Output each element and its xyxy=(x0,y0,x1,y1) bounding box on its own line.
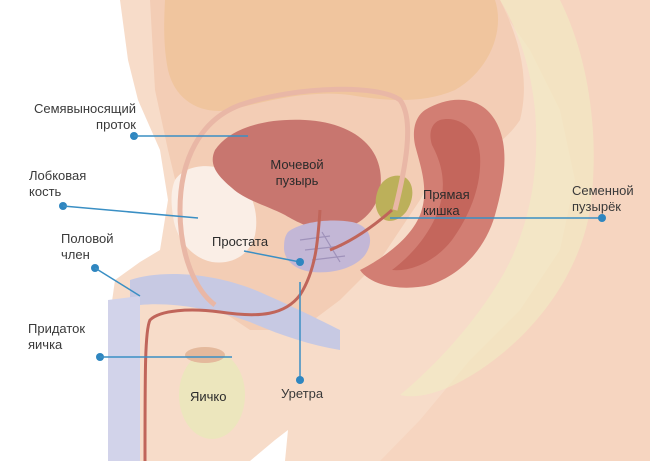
label-prostate: Простата xyxy=(212,234,269,249)
epididymis-shape xyxy=(185,347,225,363)
penis-shaft xyxy=(130,274,340,350)
label-penis: Половой член xyxy=(61,231,114,262)
leader-urethra xyxy=(296,282,304,384)
label-seminal-vesicle: Семенной пузырёк xyxy=(572,183,634,214)
penis-base xyxy=(108,296,140,461)
testis-shape xyxy=(179,351,245,439)
leader-prostate xyxy=(243,250,304,266)
label-testis: Яичко xyxy=(190,389,227,404)
leader-vas-deferens xyxy=(130,132,248,140)
label-vas-deferens: Семявыносящий проток xyxy=(33,101,136,132)
urethra-path xyxy=(143,209,322,461)
label-epididymis: Придаток яичка xyxy=(28,321,86,352)
seminal-vesicle-shape xyxy=(375,175,413,221)
label-rectum: Прямая кишка xyxy=(423,187,470,218)
label-pubic-bone: Лобковая кость xyxy=(29,168,87,199)
leader-seminal-vesicle xyxy=(390,214,606,222)
prostate-shape xyxy=(284,220,371,273)
intestine-region xyxy=(164,0,499,111)
leader-penis xyxy=(91,264,141,297)
label-urethra: Уретра xyxy=(281,386,324,401)
rectum-inner xyxy=(392,119,481,271)
leader-epididymis xyxy=(96,353,232,361)
label-bladder: Мочевой пузырь xyxy=(270,157,324,188)
leader-pubic-bone xyxy=(59,202,199,219)
prostate-lobes xyxy=(299,231,346,263)
ejaculatory-duct xyxy=(329,208,393,252)
buttock-inner xyxy=(400,0,594,397)
bladder-shape xyxy=(212,119,381,230)
vas-deferens-path xyxy=(177,86,411,307)
